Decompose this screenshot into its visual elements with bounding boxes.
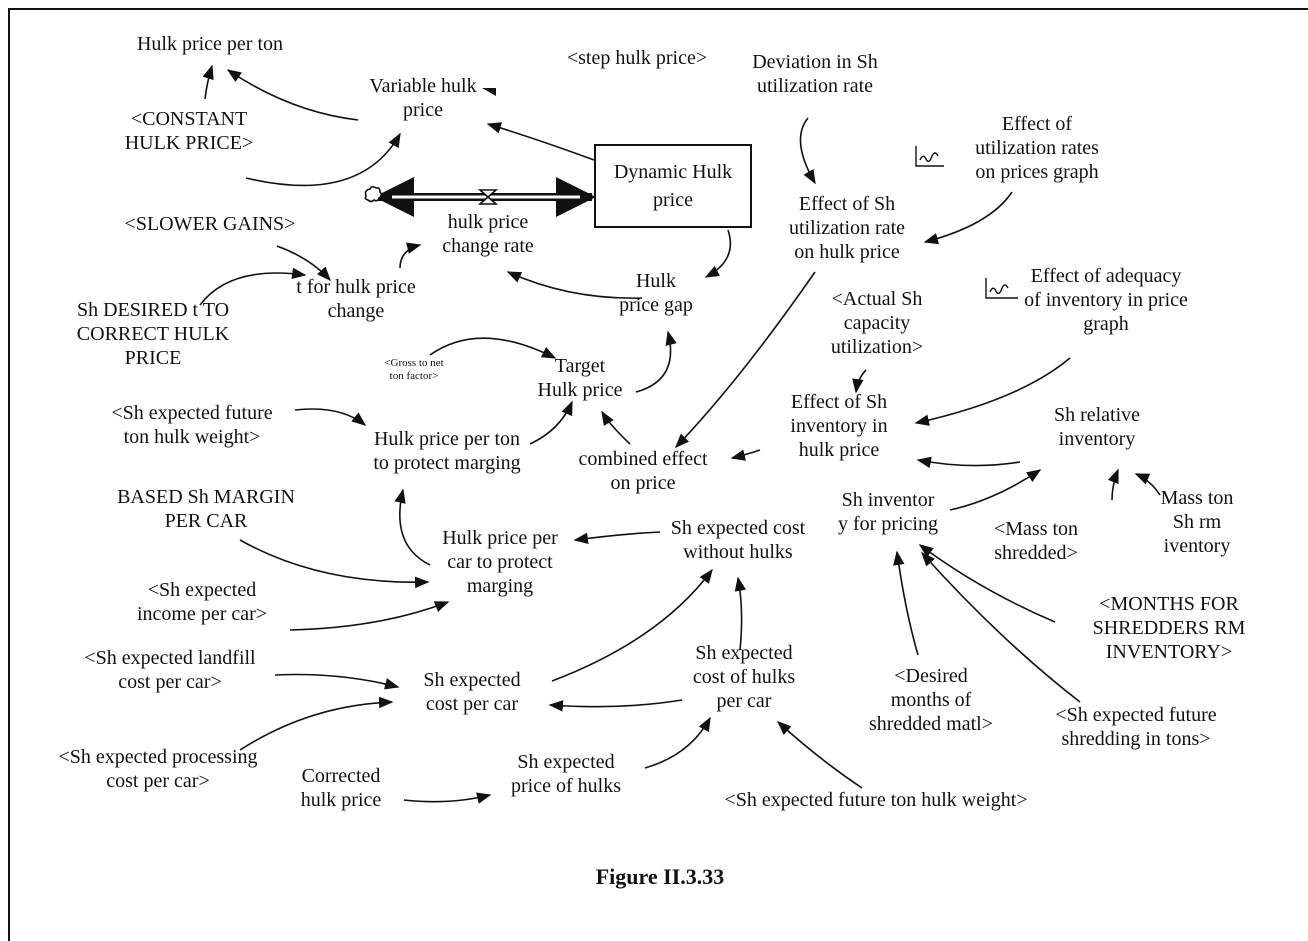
sh-expected-landfill-cost-per-car: <Sh expected landfill cost per car> — [84, 647, 256, 693]
mass-ton-shredded: <Mass ton shredded> — [993, 518, 1079, 564]
link-percar-to-perton — [394, 488, 431, 566]
months-for-shredders-rm-inventory: <MONTHS FOR SHREDDERS RM INVENTORY> — [1092, 593, 1246, 663]
link-adequacy-graph-to-effect-inv — [914, 357, 1071, 426]
slower-gains: <SLOWER GAINS> — [124, 213, 296, 235]
gross-to-net-ton-factor: <Gross to net ton factor> — [384, 357, 444, 382]
link-corrected-to-price-hulks — [403, 792, 492, 804]
sh-desired-t-to-correct-hulk-price: Sh DESIRED t TO CORRECT HULK PRICE — [76, 299, 230, 369]
link-constant-to-hulk-price-per-ton — [202, 64, 214, 100]
variable-hulk-price: Variable hulk price — [369, 75, 477, 121]
sh-expected-future-ton-hulk-weight-bottom: <Sh expected future ton hulk weight> — [724, 789, 1028, 811]
link-gross-to-target — [429, 337, 557, 359]
sh-relative-inventory: Sh relative inventory — [1053, 404, 1141, 450]
link-desired-months-to-pricing — [893, 550, 919, 656]
based-sh-margin-per-car: BASED Sh MARGIN PER CAR — [117, 486, 295, 532]
link-expected-ton-to-protect — [294, 408, 367, 426]
link-costhulks-to-costwithout — [734, 576, 747, 651]
corrected-hulk-price: Corrected hulk price — [300, 765, 382, 811]
mass-ton-sh-rm-inventory: Mass ton Sh rm iventory — [1160, 487, 1234, 557]
link-protect-to-target — [529, 400, 573, 445]
hulk-price-per-car-to-protect-marging: Hulk price per car to protect marging — [442, 527, 558, 597]
target-hulk-price: Target Hulk price — [537, 355, 623, 401]
link-massrm-to-relative — [1134, 473, 1161, 496]
step-hulk-price: <step hulk price> — [566, 47, 708, 69]
link-costwithout-to-percar — [573, 531, 661, 544]
link-combined-to-target — [601, 410, 631, 445]
valve-icon — [477, 189, 499, 205]
link-gap-to-flow — [506, 271, 643, 299]
link-desired-to-t — [199, 267, 307, 306]
effect-of-sh-inventory-in-hulk-price: Effect of Sh inventory in hulk price — [790, 391, 888, 461]
link-actual-to-effect-inv — [852, 369, 867, 394]
sh-expected-cost-without-hulks: Sh expected cost without hulks — [670, 517, 806, 563]
link-based-to-percar — [239, 539, 430, 589]
link-target-to-gap — [635, 330, 677, 393]
sh-expected-future-ton-hulk-weight: <Sh expected future ton hulk weight> — [111, 402, 273, 448]
link-curve-to-variable — [245, 132, 401, 187]
sh-expected-price-of-hulks: Sh expected price of hulks — [511, 751, 621, 797]
actual-sh-capacity-utilization: <Actual Sh capacity utilization> — [830, 288, 924, 358]
link-deviation-to-effect-util — [799, 117, 816, 185]
link-massshred-to-relative — [1107, 468, 1119, 501]
link-stock-to-variable — [486, 122, 595, 161]
sh-expected-cost-per-car: Sh expected cost per car — [423, 669, 521, 715]
effect-of-utilization-rates-graph: Effect of utilization rates on prices gr… — [975, 113, 1099, 183]
link-costhulks-to-costpercar — [548, 699, 683, 712]
sh-inventory-for-pricing: Sh inventor y for pricing — [838, 489, 938, 535]
link-shredding-to-pricing — [921, 551, 1081, 703]
hulk-price-per-ton-to-protect-marging: Hulk price per ton to protect marging — [373, 428, 521, 474]
cloud-icon — [364, 185, 383, 203]
stock-label: Dynamic Hulk price — [613, 161, 733, 211]
effect-of-sh-utilization-on-hulk-price: Effect of Sh utilization rate on hulk pr… — [788, 193, 906, 263]
sh-expected-cost-of-hulks-per-car: Sh expected cost of hulks per car — [692, 642, 796, 712]
link-futureton-to-costhulks — [776, 721, 863, 789]
link-slower-to-t — [276, 245, 331, 282]
hulk-price-gap: Hulk price gap — [619, 270, 693, 316]
link-inventory-to-combined — [730, 449, 761, 461]
figure-caption: Figure II.3.33 — [595, 864, 725, 889]
link-variable-to-hulk-price-per-ton — [226, 69, 359, 121]
graph-lookup-icon — [915, 146, 944, 167]
small-arrow-marker — [482, 88, 496, 96]
diagram-frame — [8, 8, 1308, 941]
hulk-price-per-ton: Hulk price per ton — [136, 33, 284, 55]
link-effect-util-to-combined — [675, 271, 816, 449]
constant-hulk-price: <CONSTANT HULK PRICE> — [124, 108, 254, 154]
sh-expected-future-shredding-in-tons: <Sh expected future shredding in tons> — [1055, 704, 1217, 750]
link-costpercar-to-costwithout — [551, 568, 713, 682]
t-for-hulk-price-change: t for hulk price change — [296, 276, 416, 322]
link-processing-to-costpercar — [239, 696, 394, 751]
stock-dynamic-hulk-price: Dynamic Hulk price — [594, 144, 752, 228]
combined-effect-on-price: combined effect on price — [578, 448, 708, 494]
link-landfill-to-costpercar — [274, 673, 400, 690]
link-price-hulks-to-costhulks — [644, 716, 711, 769]
sh-expected-processing-cost-per-car: <Sh expected processing cost per car> — [58, 746, 258, 792]
link-income-to-percar — [289, 601, 450, 631]
graph-lookup-icon — [985, 278, 1018, 299]
effect-of-adequacy-of-inventory-graph: Effect of adequacy of inventory in price… — [1024, 265, 1188, 335]
link-stock-to-gap — [704, 229, 732, 278]
link-relative-to-effect-inv — [916, 456, 1021, 469]
deviation-sh-utilization-rate: Deviation in Sh utilization rate — [752, 51, 878, 97]
link-pricing-to-relative — [949, 469, 1042, 511]
sh-expected-income-per-car: <Sh expected income per car> — [136, 579, 268, 625]
desired-months-of-shredded-matl: <Desired months of shredded matl> — [868, 665, 994, 735]
link-t-to-flow — [399, 242, 422, 269]
flow-hulk-price-change-rate: hulk price change rate — [442, 211, 534, 257]
link-graph-to-effect-util — [923, 191, 1013, 245]
